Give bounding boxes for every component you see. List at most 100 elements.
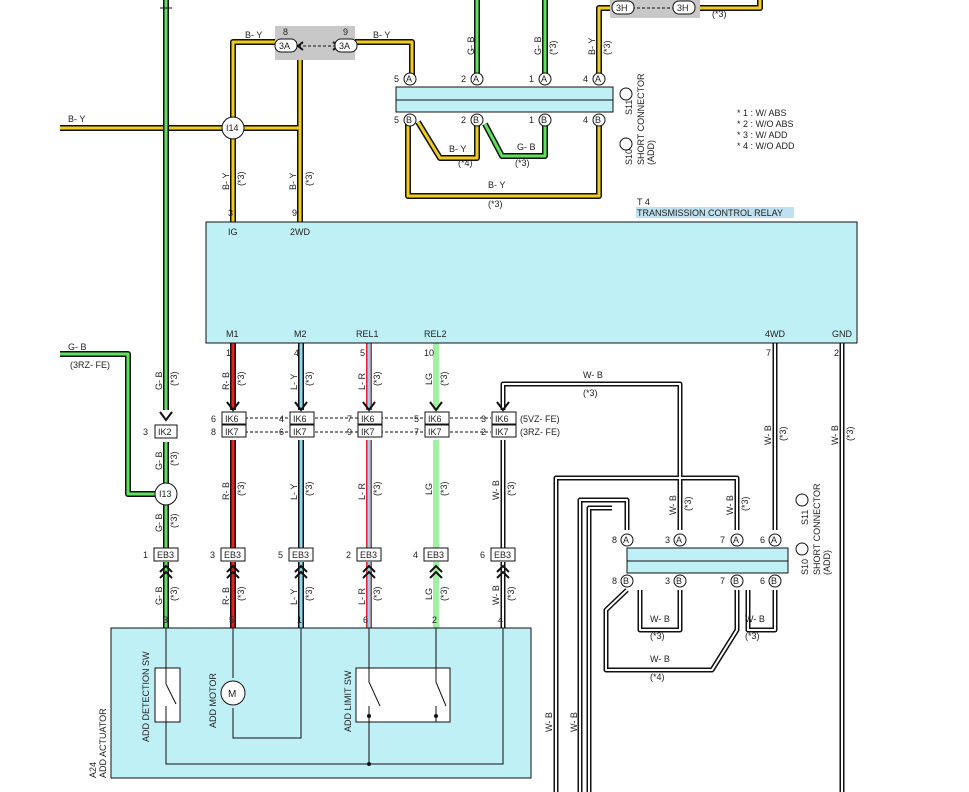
connector-label: 3H <box>616 3 628 13</box>
note: (*3) <box>650 631 665 641</box>
wire-label: W- B <box>668 495 678 515</box>
connector-label: EB3 <box>494 550 511 560</box>
relay-pin-num: 4 <box>294 348 299 358</box>
pin-number: 3 <box>143 427 148 437</box>
note: (*3) <box>845 426 855 441</box>
variant-label: (3RZ- FE) <box>520 427 560 437</box>
pin-number: 3 <box>665 576 670 586</box>
note: (*3) <box>515 158 530 168</box>
limit-sw-label: ADD LIMIT SW <box>343 670 353 732</box>
note: (*3) <box>304 586 314 601</box>
pin-number: 1 <box>297 615 302 625</box>
wire-label: G- B <box>154 586 164 605</box>
connector-label: EB3 <box>157 550 174 560</box>
connector-label: IK6 <box>225 414 239 424</box>
variant-label: (5VZ- FE) <box>520 414 560 424</box>
relay-pin-num: 10 <box>424 348 434 358</box>
pin-number: 3 <box>210 550 215 560</box>
note: (*3) <box>169 451 179 466</box>
junction-label: I14 <box>226 123 239 133</box>
relay-pin-name: REL2 <box>424 329 447 339</box>
note: (*3) <box>236 171 246 186</box>
note: (*4) <box>458 158 473 168</box>
relay-pin-num: 5 <box>360 348 365 358</box>
pin-number: 2 <box>481 427 486 437</box>
note: (*3) <box>304 171 314 186</box>
wire-label: W- B <box>763 425 773 445</box>
note: (*3) <box>740 496 750 511</box>
pin-number: 5 <box>394 74 399 84</box>
wire-label: B- Y <box>373 30 390 40</box>
pin-number: 6 <box>760 576 765 586</box>
pin-number: 1 <box>143 550 148 560</box>
wire-label: G- B <box>466 36 476 55</box>
junction-i14: I14 <box>221 116 245 140</box>
vertical-wire-labels: B- Y (*3) B- Y (*3) G- B G- B (*3) B- Y … <box>154 36 855 732</box>
wire-label: W- B <box>491 480 501 500</box>
pin-number: 2 <box>461 74 466 84</box>
note: (*3) <box>583 388 598 398</box>
short-connector-top: A A A A B B B B 5 2 1 4 5 2 1 4 S10 S11 … <box>394 72 656 165</box>
pin-letter: B <box>676 576 682 586</box>
pin-letter: B <box>595 115 601 125</box>
connector-label: IK7 <box>293 427 307 437</box>
pin-number: 5 <box>394 115 399 125</box>
pin-number: 5 <box>278 550 283 560</box>
legend-item: * 2 : W/O ABS <box>737 119 794 129</box>
wire-label: LG <box>424 483 434 495</box>
pin-number: 3 <box>163 615 168 625</box>
note: (*3) <box>169 586 179 601</box>
relay-pin-num: 2 <box>834 348 839 358</box>
pin-number: 4 <box>498 615 503 625</box>
note: (*3) <box>372 371 382 386</box>
wire-label: W- B <box>583 370 603 380</box>
motor-icon: M <box>228 689 236 700</box>
pin-number: 2 <box>432 615 437 625</box>
wire-label: G- B <box>154 513 164 532</box>
relay-pin-name: GND <box>832 329 853 339</box>
relay-pin-num: 1 <box>226 348 231 358</box>
pin-number: 4 <box>279 414 284 424</box>
pin-number: 6 <box>760 535 765 545</box>
short-connector-bottom: A A A A B B B B 8 3 7 6 8 3 7 6 S10 S11 … <box>612 483 832 588</box>
note: (*3) <box>372 481 382 496</box>
pin-number: 6 <box>363 615 368 625</box>
pin-letter: A <box>406 74 412 84</box>
pin-number: 7 <box>720 576 725 586</box>
wire-label: G- B <box>68 342 87 352</box>
note: (*3) <box>602 40 612 55</box>
pin-number: 6 <box>279 427 284 437</box>
pin-letter: A <box>473 74 479 84</box>
wire-label: B- Y <box>288 173 298 190</box>
connector-label: IK2 <box>158 427 172 437</box>
short-connector-code: S10 <box>800 559 810 575</box>
pin-letter: A <box>541 74 547 84</box>
relay-pin-num: 3 <box>228 208 233 218</box>
pin-number: 9 <box>343 27 348 37</box>
wire-label: R- B <box>221 372 231 390</box>
wire-label: B- Y <box>245 30 262 40</box>
wire-label: G- B <box>533 36 543 55</box>
add-actuator: 3 5 1 6 2 4 M ADD DETECTION SW ADD MOTOR <box>88 615 532 779</box>
wire-label: L- Y <box>289 484 299 500</box>
pin-number: 2 <box>461 115 466 125</box>
pin-letter: B <box>406 115 412 125</box>
pin-number: 7 <box>347 414 352 424</box>
relay-pin-name: 2WD <box>290 227 311 237</box>
wire-label: W- B <box>650 654 670 664</box>
wire-label: W- B <box>725 495 735 515</box>
pin-number: 8 <box>612 535 617 545</box>
pin-number: 2 <box>346 550 351 560</box>
pin-number: 6 <box>480 550 485 560</box>
pin-number: 3 <box>481 414 486 424</box>
connector-label: IK6 <box>293 414 307 424</box>
relay-name: TRANSMISSION CONTROL RELAY <box>637 208 783 218</box>
note: (*3) <box>169 371 179 386</box>
connector-label: IK6 <box>495 414 509 424</box>
wire-label: B- Y <box>68 114 85 124</box>
connector-label: EB3 <box>360 550 377 560</box>
wire-label: L- R <box>357 372 367 390</box>
wire-label: B- Y <box>587 38 597 55</box>
relay-pin-name: REL1 <box>356 329 379 339</box>
connector-label: EB3 <box>292 550 309 560</box>
